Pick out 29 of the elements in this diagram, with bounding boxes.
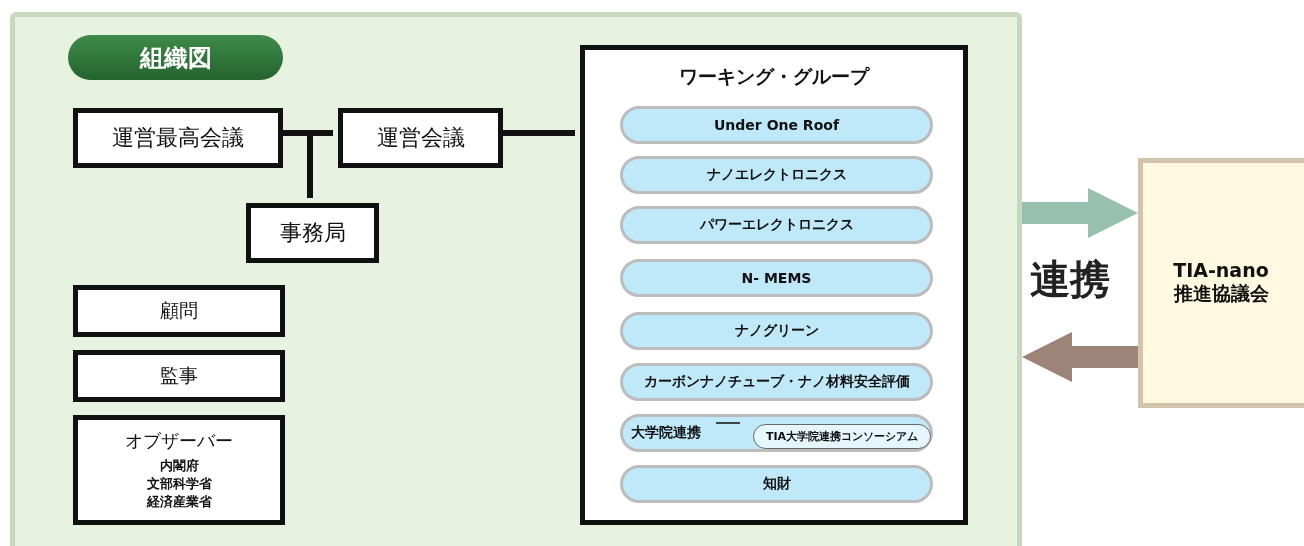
pill-box (620, 414, 933, 452)
box-text: 経済産業省 (146, 493, 212, 512)
pill-box: 知財 (620, 465, 933, 503)
pill-box: TIA大学院連携コンソーシアム (753, 424, 931, 449)
box-text: 内閣府 (159, 456, 199, 475)
pill-box: Under One Roof (620, 106, 933, 144)
connector-line (715, 422, 741, 424)
group-box (580, 45, 968, 525)
process-box: 事務局 (246, 203, 379, 263)
process-box (73, 415, 285, 525)
pill-box: ナノグリーン (620, 312, 933, 350)
block-arrow (1022, 332, 1138, 382)
box-text: 文部科学省 (146, 474, 212, 493)
title-badge: 組織図 (68, 35, 283, 80)
partner-box: TIA-nano 推進協議会 (1138, 158, 1304, 408)
pill-box: カーボンナノチューブ・ナノ材料安全評価 (620, 363, 933, 401)
pill-box: N- MEMS (620, 259, 933, 297)
organization-panel (10, 12, 1022, 546)
process-box: 顧問 (73, 285, 285, 337)
block-arrow (1022, 188, 1138, 238)
pill-box: ナノエレクトロニクス (620, 156, 933, 194)
pill-box: パワーエレクトロニクス (620, 206, 933, 244)
relation-label: 連携 (1030, 255, 1110, 304)
pill-label: 大学院連携 (631, 424, 701, 442)
process-box: 監事 (73, 350, 285, 402)
box-heading: オブザーバー (125, 428, 233, 453)
process-box: 運営最高会議 (73, 108, 283, 168)
process-box: 運営会議 (338, 108, 503, 168)
group-title: ワーキング・グループ (679, 64, 869, 89)
